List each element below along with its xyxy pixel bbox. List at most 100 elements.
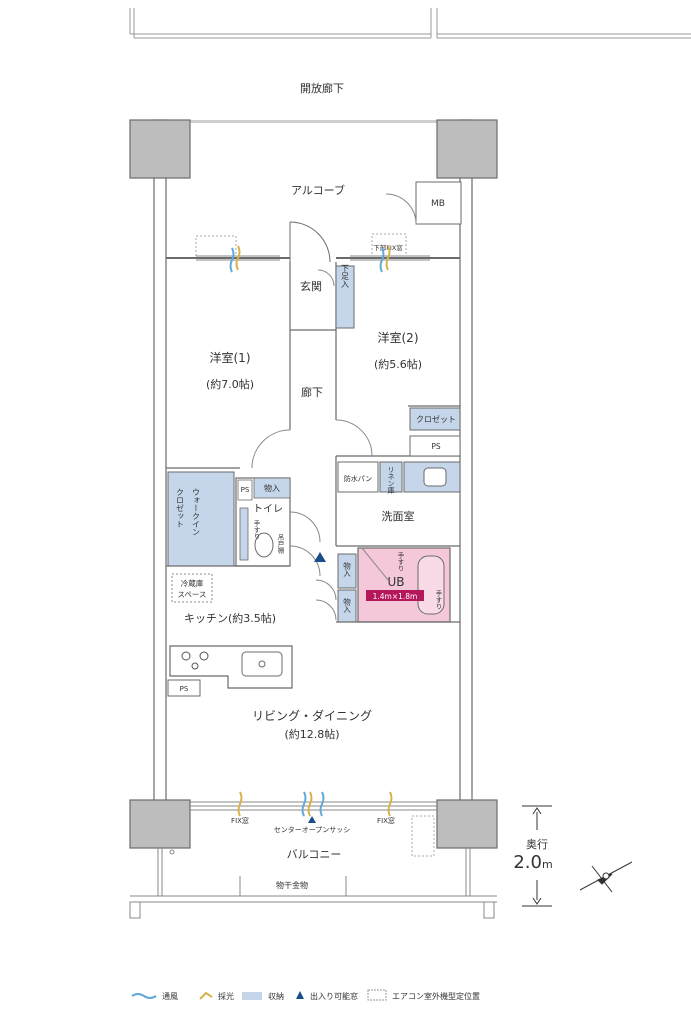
alcove-label: アルコーブ: [291, 183, 345, 197]
shoe-storage-label: 下足入: [341, 264, 350, 288]
legend-ventilation: 通風: [162, 991, 178, 1001]
walkin-label: ウォークイン: [192, 488, 201, 536]
entrance-door: [289, 221, 331, 263]
entrance-inner-door: [317, 269, 335, 287]
corridor-label: 開放廊下: [300, 81, 344, 95]
aircon-outdoor-top-left: [195, 235, 237, 257]
toilet-door: [289, 511, 321, 543]
fridge-space: [171, 573, 213, 603]
ventilation-marks-top: [229, 245, 391, 273]
mb-label: MB: [431, 199, 445, 209]
entry-arrow-mark: [314, 552, 326, 562]
linen-label: リネン庫: [387, 466, 395, 495]
kitchen-sink: [241, 651, 283, 677]
room2-label: 洋室(2): [378, 330, 419, 345]
stove-icon: [181, 651, 209, 670]
depth-label: 奥行: [526, 837, 548, 851]
legend-aircon: エアコン室外機型定位置: [392, 991, 480, 1001]
aircon-outdoor-balcony: [411, 815, 435, 857]
storage-ub-1-label: 物入: [342, 561, 351, 578]
balcony-drain: [169, 849, 175, 855]
center-sash-label: センターオープンサッシ: [274, 825, 351, 834]
linen-storage: [379, 461, 403, 493]
clothes-hanger-label: 物干金物: [276, 880, 308, 890]
room1-door: [251, 429, 291, 469]
toilet-shelf: [239, 507, 249, 561]
balcony-label: バルコニー: [287, 848, 342, 861]
ub-label: UB: [387, 575, 404, 589]
entrance-label: 玄関: [300, 279, 322, 293]
room2-ps-label: PS: [431, 442, 441, 451]
depth-value: 2.0m: [513, 852, 552, 873]
balcony-window: [190, 801, 437, 811]
balcony-railing: [129, 848, 497, 919]
toilet-storage: [253, 477, 291, 499]
kitchen-ps-label: PS: [180, 685, 189, 693]
walkin-closet: [167, 471, 235, 567]
toilet-label: トイレ: [253, 504, 283, 515]
toilet-storage-label: 物入: [264, 483, 280, 493]
washroom-label: 洗面室: [382, 509, 415, 523]
entrance-area: [289, 262, 337, 331]
hallway-label: 廊下: [301, 385, 323, 399]
toilet-shelf-label: 吊戸棚: [276, 534, 284, 555]
room2-size: (約5.6帖): [374, 357, 422, 371]
storage-icon: [242, 992, 262, 1000]
room2-door: [335, 419, 373, 457]
center-sash-marker: [308, 816, 316, 823]
fix-window-right-label: FIX窓: [377, 816, 395, 825]
toilet-handrail-label: 手すり: [252, 519, 260, 540]
legend-storage: 収納: [268, 991, 284, 1001]
room2-closet: [409, 407, 461, 431]
bath-door: [361, 547, 389, 581]
room2-closet-label: クロゼット: [416, 414, 456, 424]
wash-bowl: [423, 467, 447, 487]
shoe-storage: [335, 265, 355, 329]
toilet-ps-label: PS: [241, 486, 250, 494]
columns: [129, 119, 498, 849]
daylight-icon: [199, 991, 213, 1000]
kitchen-label: キッチン(約3.5帖): [184, 611, 276, 625]
ub-size-label: 1.4m×1.8m: [373, 592, 418, 601]
bath-handrail-left: 手すり: [396, 551, 404, 572]
legend: 通風 採光 収納 出入り可能窓 エアコン室外機型定位置: [131, 989, 480, 1001]
storage-ub-2-label: 物入: [342, 597, 351, 614]
walkin-closet-label: クロゼット: [176, 488, 185, 528]
storage-ub-1: [337, 553, 357, 589]
waterproof-pan-label: 防水パン: [344, 474, 372, 483]
living-label: リビング・ダイニング: [252, 708, 372, 723]
room2-ps: [409, 435, 461, 457]
window-top-right: [350, 255, 430, 261]
room1-walls: [166, 330, 291, 469]
depth-value-number: 2.0: [513, 852, 542, 873]
washroom-walls: [335, 456, 460, 547]
living-size: (約12.8帖): [284, 727, 339, 741]
depth-value-unit: m: [542, 858, 553, 871]
kitchen-walls: [166, 565, 460, 623]
fridge-label-1: 冷蔵庫: [181, 578, 204, 588]
ventilation-icon: [131, 993, 157, 999]
legend-door-window: 出入り可能窓: [310, 991, 358, 1001]
fridge-label-2: スペース: [177, 590, 206, 599]
kitchen-ps: [167, 679, 201, 697]
bath-handrail-right: 手すり: [434, 589, 442, 610]
fix-window-left-label: FIX窓: [231, 816, 249, 825]
door-window-icon: [296, 991, 304, 999]
room1-size: (約7.0帖): [206, 377, 254, 391]
depth-dimension: [522, 805, 552, 907]
corridor-doors: [289, 545, 337, 621]
corridor-railing: [129, 8, 691, 39]
ventilation-marks-bottom: [237, 791, 393, 817]
ub-size-badge: [366, 590, 424, 601]
toilet-bowl: [254, 532, 274, 558]
room1-label: 洋室(1): [210, 350, 251, 365]
legend-daylight: 採光: [218, 991, 234, 1001]
compass-icon: [579, 861, 633, 893]
bathtub: [417, 555, 445, 615]
mb-box: [385, 181, 462, 225]
aircon-outdoor-icon: [367, 989, 387, 1001]
toilet-ps: [237, 479, 253, 501]
waterproof-pan: [337, 461, 379, 493]
sink-drain: [258, 660, 266, 668]
